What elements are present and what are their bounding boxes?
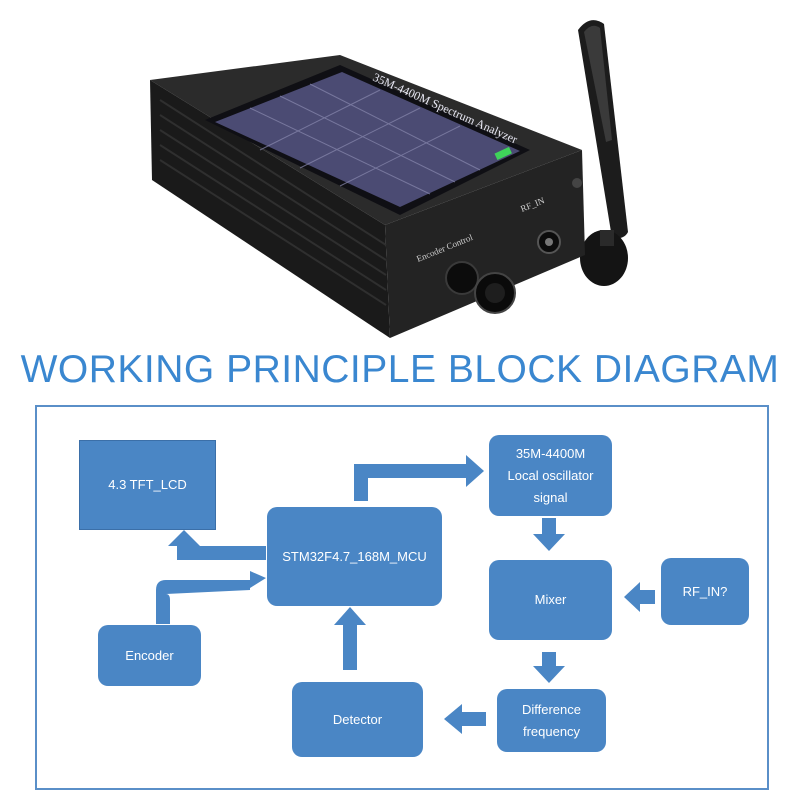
diagram-frame — [35, 405, 769, 790]
arrow-lo-to-mixer — [533, 518, 565, 551]
rf-in-label: RF_IN? — [682, 583, 728, 599]
detector-block: Detector — [292, 682, 423, 757]
lcd-label: 4.3 TFT_LCD — [108, 477, 187, 492]
arrow-mixer-to-diff — [533, 652, 565, 683]
lo-line3: signal — [533, 489, 568, 505]
spectrum-analyzer-photo: 35M-4400M Spectrum Analyzer Encoder Cont… — [150, 20, 628, 338]
mcu-block: STM32F4.7_168M_MCU — [267, 507, 442, 606]
mcu-label: STM32F4.7_168M_MCU — [282, 548, 427, 564]
arrow-encoder-to-mcu — [142, 571, 266, 624]
difference-frequency-block: Difference frequency — [497, 689, 606, 752]
mixer-block: Mixer — [489, 560, 612, 640]
arrow-mcu-to-lo — [354, 455, 484, 501]
antenna — [578, 20, 628, 286]
arrow-mcu-to-lcd — [168, 530, 266, 560]
diagram-title: WORKING PRINCIPLE BLOCK DIAGRAM — [20, 348, 780, 391]
arrow-detector-to-mcu — [334, 607, 366, 670]
arrow-rfin-to-mixer — [624, 582, 655, 612]
encoder-label: Encoder — [125, 647, 174, 663]
lo-line1: 35M-4400M — [515, 445, 586, 461]
encoder-block: Encoder — [98, 625, 201, 686]
detector-label: Detector — [332, 711, 383, 727]
lcd-block: 4.3 TFT_LCD — [79, 440, 216, 530]
mixer-label: Mixer — [534, 592, 567, 607]
diff-line1: Difference — [521, 701, 581, 717]
local-oscillator-block: 35M-4400M Local oscillator signal — [489, 435, 612, 516]
arrow-diff-to-detector — [444, 704, 486, 734]
diff-line2: frequency — [522, 723, 581, 739]
lo-line2: Local oscillator — [507, 467, 594, 483]
rf-in-block: RF_IN? — [661, 558, 749, 625]
